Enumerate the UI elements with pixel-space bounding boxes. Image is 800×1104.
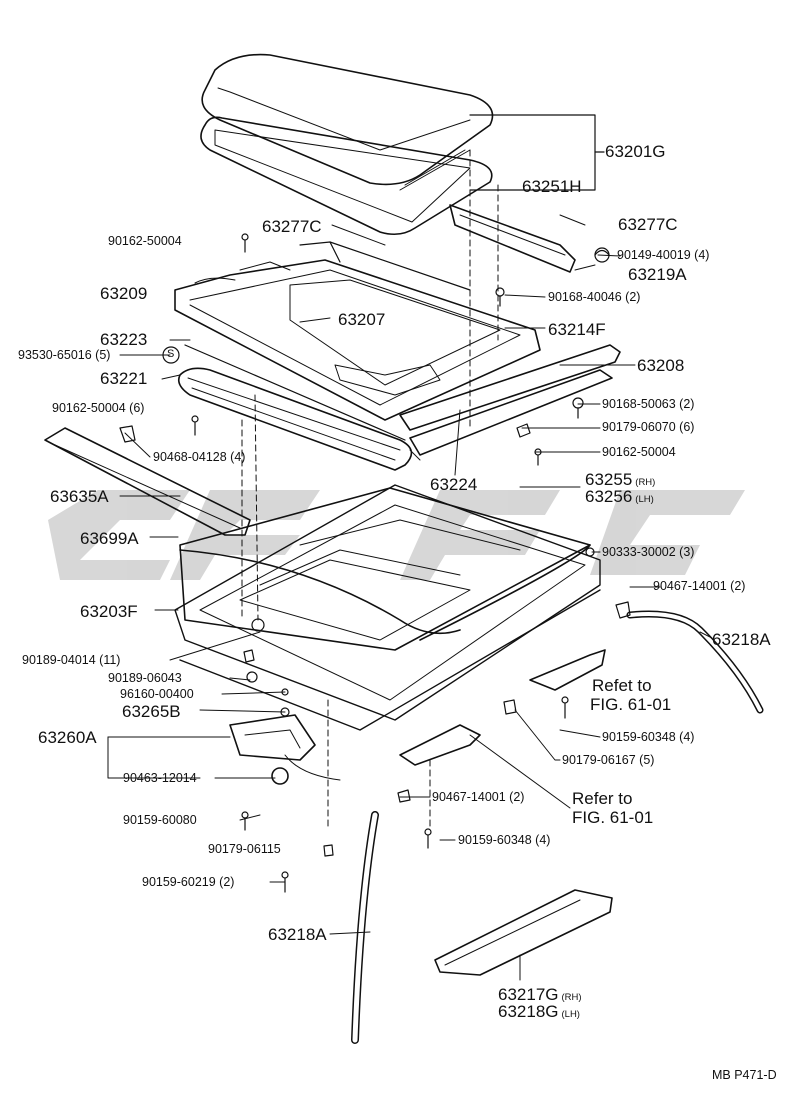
part-63277C-right: 63277C — [618, 215, 678, 234]
part-63223: 63223 — [100, 330, 148, 349]
part-90162-50004-6: 90162-50004 (6) — [52, 401, 145, 415]
part-90162-50004-top: 90162-50004 — [108, 234, 182, 248]
part-63218A-left: 63218A — [268, 925, 327, 944]
fasteners — [119, 233, 631, 893]
housing-63203F — [174, 484, 601, 731]
part-63635A: 63635A — [50, 487, 109, 506]
part-90179-06115: 90179-06115 — [208, 842, 281, 856]
part-63260A: 63260A — [38, 728, 97, 747]
part-90159-60348-mid: 90159-60348 (4) — [458, 833, 551, 847]
part-90333-30002: 90333-30002 (3) — [602, 545, 695, 559]
part-63201G: 63201G — [605, 142, 666, 161]
part-63209: 63209 — [100, 284, 148, 303]
refer-to-text: Refer to — [572, 789, 633, 808]
part-63224: 63224 — [430, 475, 478, 494]
part-63218G: 63218G(LH) — [498, 1002, 580, 1021]
part-90168-50063: 90168-50063 (2) — [602, 397, 695, 411]
part-96160-00400: 96160-00400 — [120, 687, 194, 701]
part-90179-06070: 90179-06070 (6) — [602, 420, 695, 434]
s-symbol: S — [167, 348, 175, 360]
part-63265B: 63265B — [122, 702, 181, 721]
part-63277C-left: 63277C — [262, 217, 322, 236]
motor-assembly-63260A — [229, 714, 341, 785]
part-90168-40046: 90168-40046 (2) — [548, 290, 641, 304]
drain-trough-63221 — [177, 344, 413, 471]
weatherstrip-frame-63251H — [200, 116, 493, 236]
fig-61-01-ref-a: FIG. 61-01 — [590, 695, 672, 714]
part-63255: 63255(RH) — [585, 470, 656, 489]
footer-code: MB P471-D — [712, 1068, 777, 1082]
side-rail-63217G — [434, 889, 613, 976]
part-90467-14001-mid: 90467-14001 (2) — [432, 790, 525, 804]
part-90159-60348-right: 90159-60348 (4) — [602, 730, 695, 744]
part-63699A: 63699A — [80, 529, 139, 548]
part-90189-04014: 90189-04014 (11) — [22, 653, 121, 667]
s-symbol-circle — [162, 346, 180, 364]
part-63208: 63208 — [637, 356, 685, 375]
part-63251H: 63251H — [522, 177, 582, 196]
part-90467-14001-right: 90467-14001 (2) — [653, 579, 746, 593]
bracket-lower — [399, 724, 481, 766]
drain-hose-left — [351, 811, 379, 1044]
part-93530-65016: 93530-65016 (5) — [18, 348, 111, 362]
part-63219A: 63219A — [628, 265, 687, 284]
part-63207: 63207 — [338, 310, 386, 329]
part-90179-06167: 90179-06167 (5) — [562, 753, 655, 767]
fig-61-01-ref-b: FIG. 61-01 — [572, 808, 654, 827]
rail-63635A — [44, 427, 251, 536]
refet-to-text: Refet to — [592, 676, 652, 695]
glass-panel-63201G — [201, 53, 494, 191]
part-90463-12014: 90463-12014 — [123, 771, 197, 785]
rail-63219A — [449, 204, 576, 273]
part-63221: 63221 — [100, 369, 148, 388]
part-63218A-right: 63218A — [712, 630, 771, 649]
sunroof-frame-63209 — [174, 241, 541, 421]
part-90189-06043: 90189-06043 — [108, 671, 182, 685]
bracket-upper — [529, 649, 606, 691]
guide-rail-63208 — [399, 344, 621, 461]
part-90468-04128: 90468-04128 (4) — [153, 450, 246, 464]
part-63256: 63256(LH) — [585, 487, 654, 506]
part-63203F: 63203F — [80, 602, 138, 621]
drain-hose-right — [626, 610, 764, 714]
part-90162-50004-right: 90162-50004 — [602, 445, 676, 459]
part-90159-60219: 90159-60219 (2) — [142, 875, 235, 889]
part-63217G: 63217G(RH) — [498, 985, 582, 1004]
part-90149-40019: 90149-40019 (4) — [617, 248, 710, 262]
part-63214F: 63214F — [548, 320, 606, 339]
part-90159-60080: 90159-60080 — [123, 813, 197, 827]
